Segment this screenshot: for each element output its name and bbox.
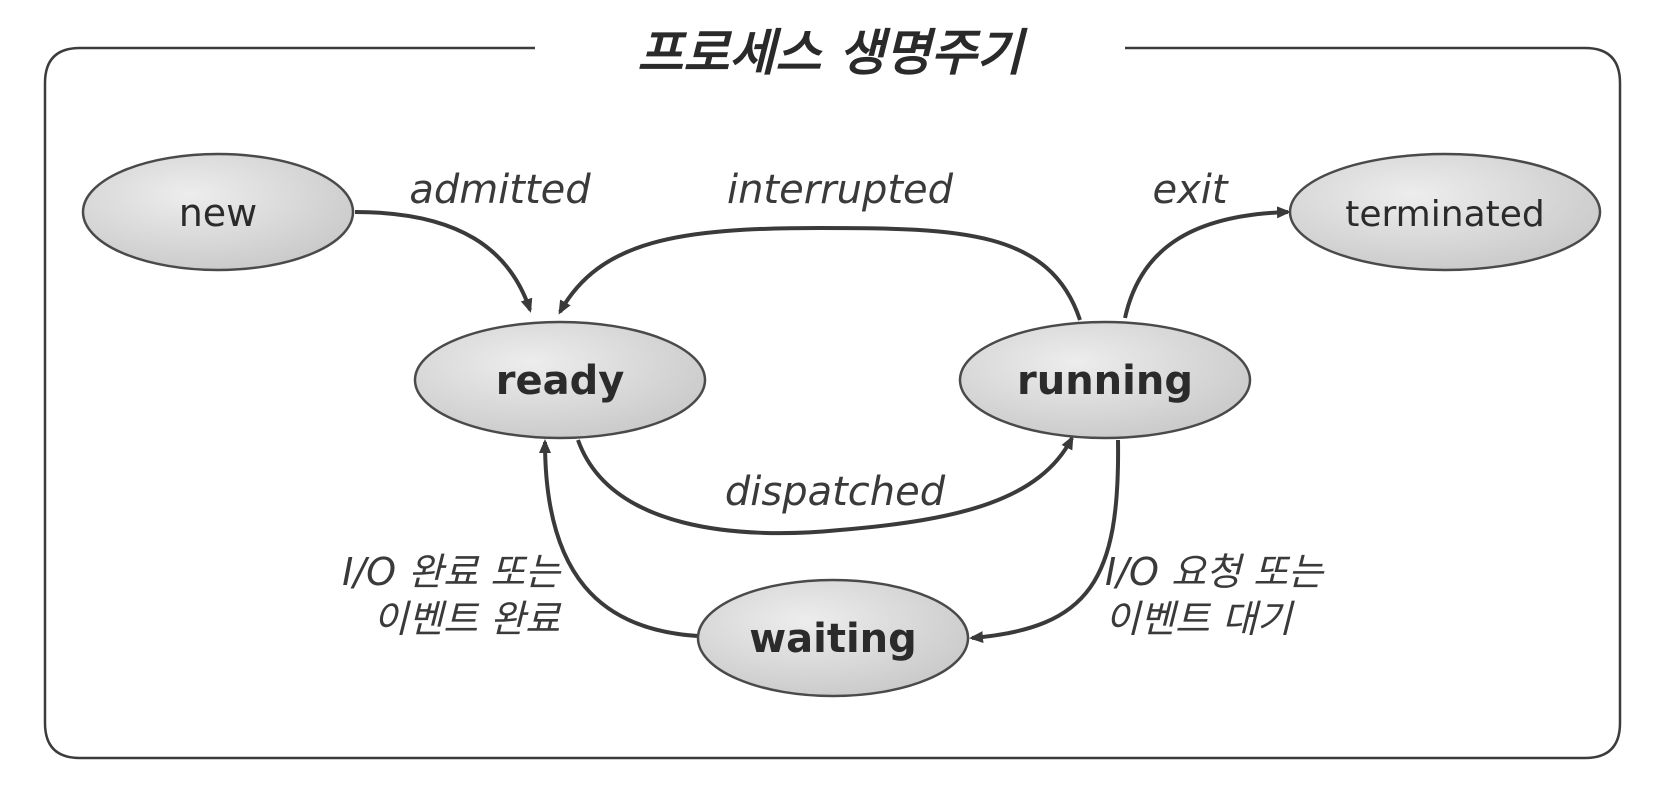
node-waiting: waiting	[696, 578, 970, 698]
node-new: new	[81, 152, 355, 272]
node-running: running	[958, 320, 1252, 440]
node-waiting-label: waiting	[749, 616, 917, 662]
edge-interrupted	[558, 225, 1082, 321]
edge-label-io-complete-line2: 이벤트 완료	[373, 597, 562, 641]
node-terminated-label: terminated	[1345, 194, 1545, 235]
edge-label-interrupted: interrupted	[727, 167, 954, 213]
edge-dispatched	[576, 435, 1074, 536]
edge-label-io-request-line2: 이벤트 대기	[1105, 597, 1295, 641]
diagram-frame	[43, 46, 1622, 760]
diagram-title: 프로세스 생명주기	[637, 24, 1027, 82]
node-new-label: new	[179, 191, 258, 235]
node-ready-label: ready	[496, 358, 625, 404]
node-terminated: terminated	[1288, 152, 1602, 272]
node-running-label: running	[1017, 358, 1193, 404]
edge-admitted	[354, 210, 533, 313]
node-ready: ready	[413, 320, 707, 440]
edge-io-request	[969, 439, 1121, 644]
edge-io-complete	[539, 439, 699, 638]
edge-exit	[1123, 206, 1291, 319]
edge-label-dispatched: dispatched	[725, 469, 946, 515]
edge-label-admitted: admitted	[409, 167, 591, 213]
edge-label-exit: exit	[1152, 167, 1228, 213]
edge-label-io-request-line1: I/O 요청 또는	[1105, 550, 1325, 594]
edge-label-io-complete-line1: I/O 완료 또는	[342, 550, 562, 594]
